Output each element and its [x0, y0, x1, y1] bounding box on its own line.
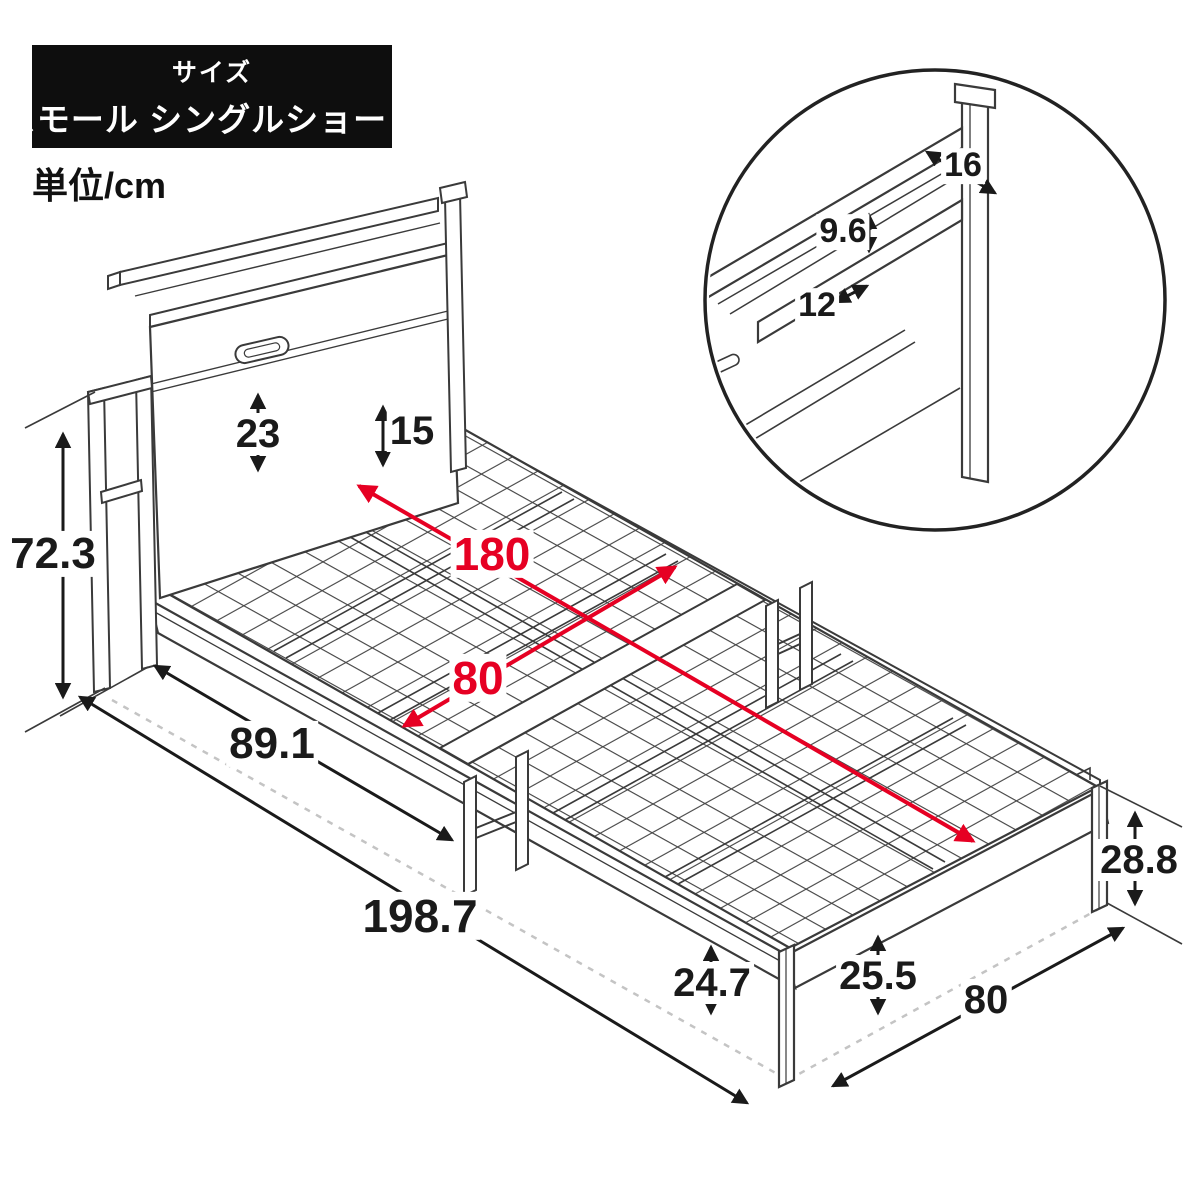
dim-inner-length: 180 [450, 530, 534, 578]
dim-under-clearance: 24.7 [670, 962, 754, 1004]
dim-outer-width: 80 [960, 979, 1012, 1021]
dim-total-length: 198.7 [359, 892, 481, 940]
dim-headboard-gap: 15 [386, 410, 438, 452]
extension-lines [24, 391, 1183, 945]
size-badge: サイズ スモール シングルショート [3, 45, 420, 148]
middle-back-legs [765, 580, 813, 710]
center-rail [307, 505, 946, 870]
unit-label: 単位/cm [32, 165, 167, 206]
headboard-left-leg [86, 374, 159, 694]
detail-dim-shelf-depth: 16 [941, 147, 985, 184]
size-badge-value: スモール シングルショート [2, 100, 422, 138]
section-seam [437, 582, 768, 766]
headboard [86, 180, 469, 694]
headboard-face [148, 253, 460, 600]
dim-headboard-panel: 23 [232, 413, 284, 455]
dim-total-height: 72.3 [7, 530, 99, 578]
detail-dim-opening-height: 9.6 [816, 213, 870, 250]
floor-reference-lines [111, 698, 1105, 1082]
detail-circle [703, 68, 1167, 532]
middle-front-legs [463, 749, 529, 898]
size-badge-title: サイズ [171, 58, 253, 87]
dim-inner-width: 80 [449, 654, 507, 702]
dim-head-section-length: 89.1 [226, 720, 318, 768]
dim-foot-height: 28.8 [1097, 839, 1181, 881]
bed-platform [148, 423, 1110, 1089]
dim-frame-height: 25.5 [836, 955, 920, 997]
outlet-icon [234, 335, 290, 365]
detail-dim-inner-depth: 12 [795, 287, 839, 324]
